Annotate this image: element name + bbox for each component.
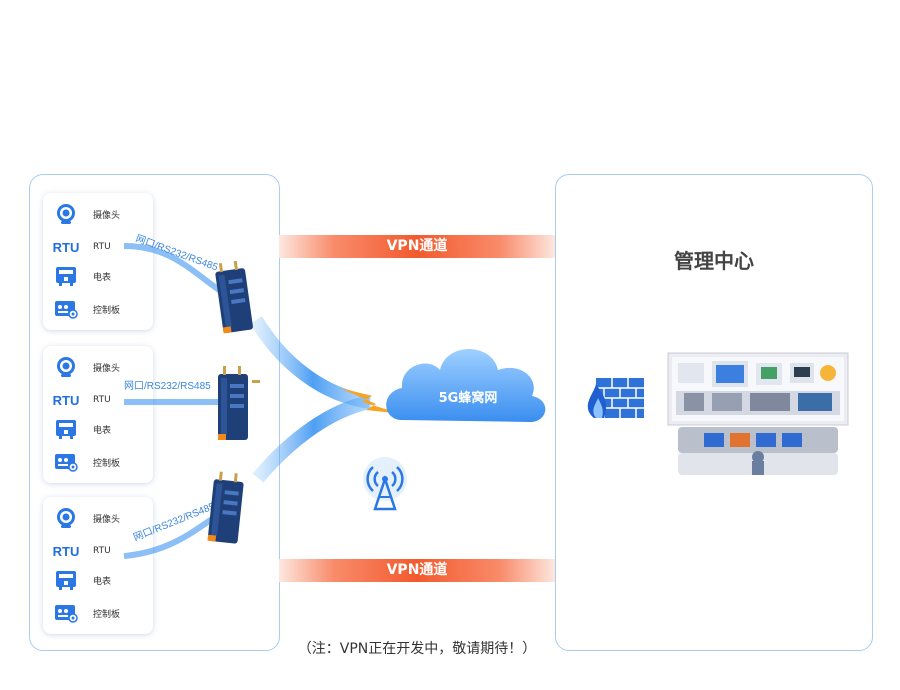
control-board-icon xyxy=(53,451,79,473)
meter-icon xyxy=(53,265,79,287)
control-room-illustration xyxy=(667,352,849,475)
device-label: 摄像头 xyxy=(93,514,121,525)
meter-icon xyxy=(53,418,79,440)
device-label: 摄像头 xyxy=(93,363,121,374)
link-path xyxy=(123,243,224,295)
device-card: 摄像头 RTU RTU 电表 控制板 xyxy=(43,193,153,330)
list-item: RTU RTU xyxy=(53,389,111,411)
lightning-icon xyxy=(340,388,402,414)
list-item: 摄像头 xyxy=(53,507,120,529)
cloud-icon xyxy=(386,349,546,422)
firewall-icon xyxy=(587,378,644,418)
management-title: 管理中心 xyxy=(674,249,754,273)
flow-path xyxy=(252,395,372,483)
device-card: 摄像头 RTU RTU 电表 控制板 xyxy=(43,346,153,483)
vpn-channel-band: VPN通道 xyxy=(279,559,555,582)
device-label: RTU xyxy=(93,546,111,556)
device-card: 摄像头 RTU RTU 电表 控制板 xyxy=(43,497,153,634)
device-label: 电表 xyxy=(93,425,112,436)
connection-label: 网口/RS232/RS485 xyxy=(124,380,211,392)
list-item: 摄像头 xyxy=(53,203,120,225)
flow-path xyxy=(249,316,372,409)
device-label: RTU xyxy=(93,395,111,405)
meter-icon xyxy=(53,569,79,591)
cloud-label: 5G蜂窝网 xyxy=(439,390,498,406)
list-item: 控制板 xyxy=(53,298,120,320)
control-board-icon xyxy=(53,602,79,624)
router-icon xyxy=(218,366,260,440)
camera-icon xyxy=(53,356,79,378)
vpn-channel-band: VPN通道 xyxy=(279,235,555,258)
router-icon xyxy=(215,260,253,334)
rtu-icon: RTU xyxy=(52,392,80,408)
signal-tower-icon xyxy=(363,457,407,511)
connection-label: 网口/RS232/RS485 xyxy=(134,233,220,274)
camera-icon xyxy=(53,203,79,225)
device-label: 控制板 xyxy=(93,458,121,469)
device-label: 电表 xyxy=(93,272,112,283)
rtu-icon: RTU xyxy=(52,239,80,255)
list-item: RTU RTU xyxy=(53,540,111,562)
list-item: 摄像头 xyxy=(53,356,120,378)
device-label: RTU xyxy=(93,242,111,252)
list-item: 电表 xyxy=(53,265,111,287)
control-board-icon xyxy=(53,298,79,320)
router-icon xyxy=(207,471,244,544)
list-item: 电表 xyxy=(53,569,111,591)
wireless-flows xyxy=(249,316,372,483)
list-item: 控制板 xyxy=(53,602,120,624)
camera-icon xyxy=(53,507,79,529)
rtu-icon: RTU xyxy=(52,543,80,559)
list-item: 电表 xyxy=(53,418,111,440)
device-label: 控制板 xyxy=(93,305,121,316)
device-label: 电表 xyxy=(93,576,112,587)
list-item: 控制板 xyxy=(53,451,120,473)
footnote: （注：VPN正在开发中，敬请期待！） xyxy=(297,641,537,657)
device-label: 控制板 xyxy=(93,609,121,620)
list-item: RTU RTU xyxy=(53,236,111,258)
device-label: 摄像头 xyxy=(93,210,121,221)
